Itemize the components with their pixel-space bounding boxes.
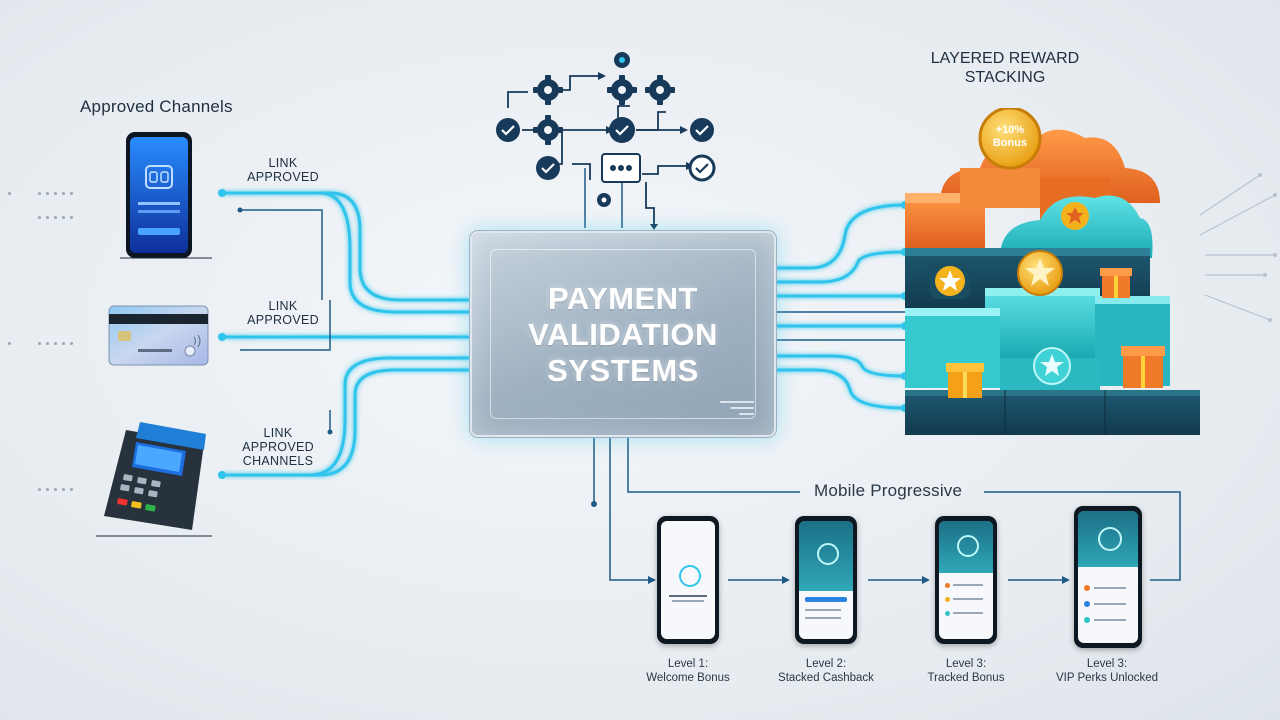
hub-decor-lines bbox=[720, 397, 754, 415]
decor-dots bbox=[8, 182, 16, 200]
shield-icon bbox=[597, 193, 611, 207]
gear-icon bbox=[607, 75, 637, 105]
hub-title: PAYMENT VALIDATION SYSTEMS bbox=[528, 281, 718, 388]
check-icon bbox=[609, 117, 635, 143]
star-badge-icon bbox=[1033, 347, 1071, 385]
gift-icon bbox=[1100, 268, 1132, 298]
level-3-number: Level 3: bbox=[945, 658, 987, 670]
wire-reward-6 bbox=[770, 368, 907, 410]
level-1-number: Level 1: bbox=[667, 658, 709, 670]
level-1-phone bbox=[657, 516, 719, 644]
wire-reward-1 bbox=[770, 203, 907, 270]
level-3-name: Tracked Bonus bbox=[927, 672, 1005, 684]
wire-reward-2 bbox=[770, 250, 907, 284]
level-2-name: Stacked Cashback bbox=[778, 672, 874, 684]
decor-dots bbox=[38, 182, 78, 200]
level-4-name: VIP Perks Unlocked bbox=[1055, 672, 1159, 684]
link-label-phone: LINK APPROVED bbox=[247, 156, 319, 184]
workflow-diagram bbox=[496, 52, 716, 230]
smartphone-channel-icon bbox=[120, 132, 212, 259]
star-badge-icon bbox=[930, 263, 970, 299]
gear-icon bbox=[645, 75, 675, 105]
star-coin-icon bbox=[1017, 250, 1063, 296]
check-icon bbox=[690, 118, 714, 142]
level-1-name: Welcome Bonus bbox=[646, 672, 730, 684]
bonus-coin-text: +10% Bonus bbox=[992, 124, 1028, 149]
gift-icon bbox=[1121, 346, 1165, 388]
credit-card-channel-icon bbox=[108, 305, 209, 366]
wire-phone-1 bbox=[220, 191, 472, 302]
gear-icon bbox=[533, 115, 563, 145]
wire-terminal-1 bbox=[220, 368, 472, 477]
message-box-icon bbox=[601, 153, 641, 183]
wire-reward-5 bbox=[770, 354, 907, 378]
level-2-number: Level 2: bbox=[805, 658, 847, 670]
reward-stack-illustration bbox=[905, 108, 1200, 435]
check-icon bbox=[496, 118, 520, 142]
approved-channels-title: Approved Channels bbox=[80, 97, 233, 116]
link-label-terminal: LINK APPROVED CHANNELS bbox=[242, 426, 314, 468]
shield-icon bbox=[614, 52, 630, 68]
level-2-phone bbox=[795, 516, 857, 644]
check-icon bbox=[688, 154, 716, 182]
wire-terminal-2 bbox=[220, 356, 472, 477]
wire-phone-2 bbox=[220, 191, 472, 314]
level-3-phone bbox=[935, 516, 997, 644]
star-badge-icon bbox=[1061, 202, 1089, 230]
bonus-coin-icon bbox=[978, 108, 1042, 170]
decor-dots bbox=[8, 332, 16, 350]
link-label-card: LINK APPROVED bbox=[247, 299, 319, 327]
level-4-phone bbox=[1074, 506, 1142, 648]
mobile-progressive-title: Mobile Progressive bbox=[814, 481, 963, 500]
decor-dots bbox=[38, 206, 78, 224]
level-4-number: Level 3: bbox=[1086, 658, 1128, 670]
payment-validation-hub: PAYMENT VALIDATION SYSTEMS bbox=[470, 231, 776, 437]
pos-terminal-channel-icon bbox=[96, 422, 212, 537]
gear-icon bbox=[533, 75, 563, 105]
decor-dots bbox=[38, 478, 78, 496]
decor-dots bbox=[38, 332, 78, 350]
gift-icon bbox=[946, 363, 984, 398]
reward-stacking-title: LAYERED REWARD STACKING bbox=[930, 50, 1080, 86]
check-icon bbox=[536, 156, 560, 180]
